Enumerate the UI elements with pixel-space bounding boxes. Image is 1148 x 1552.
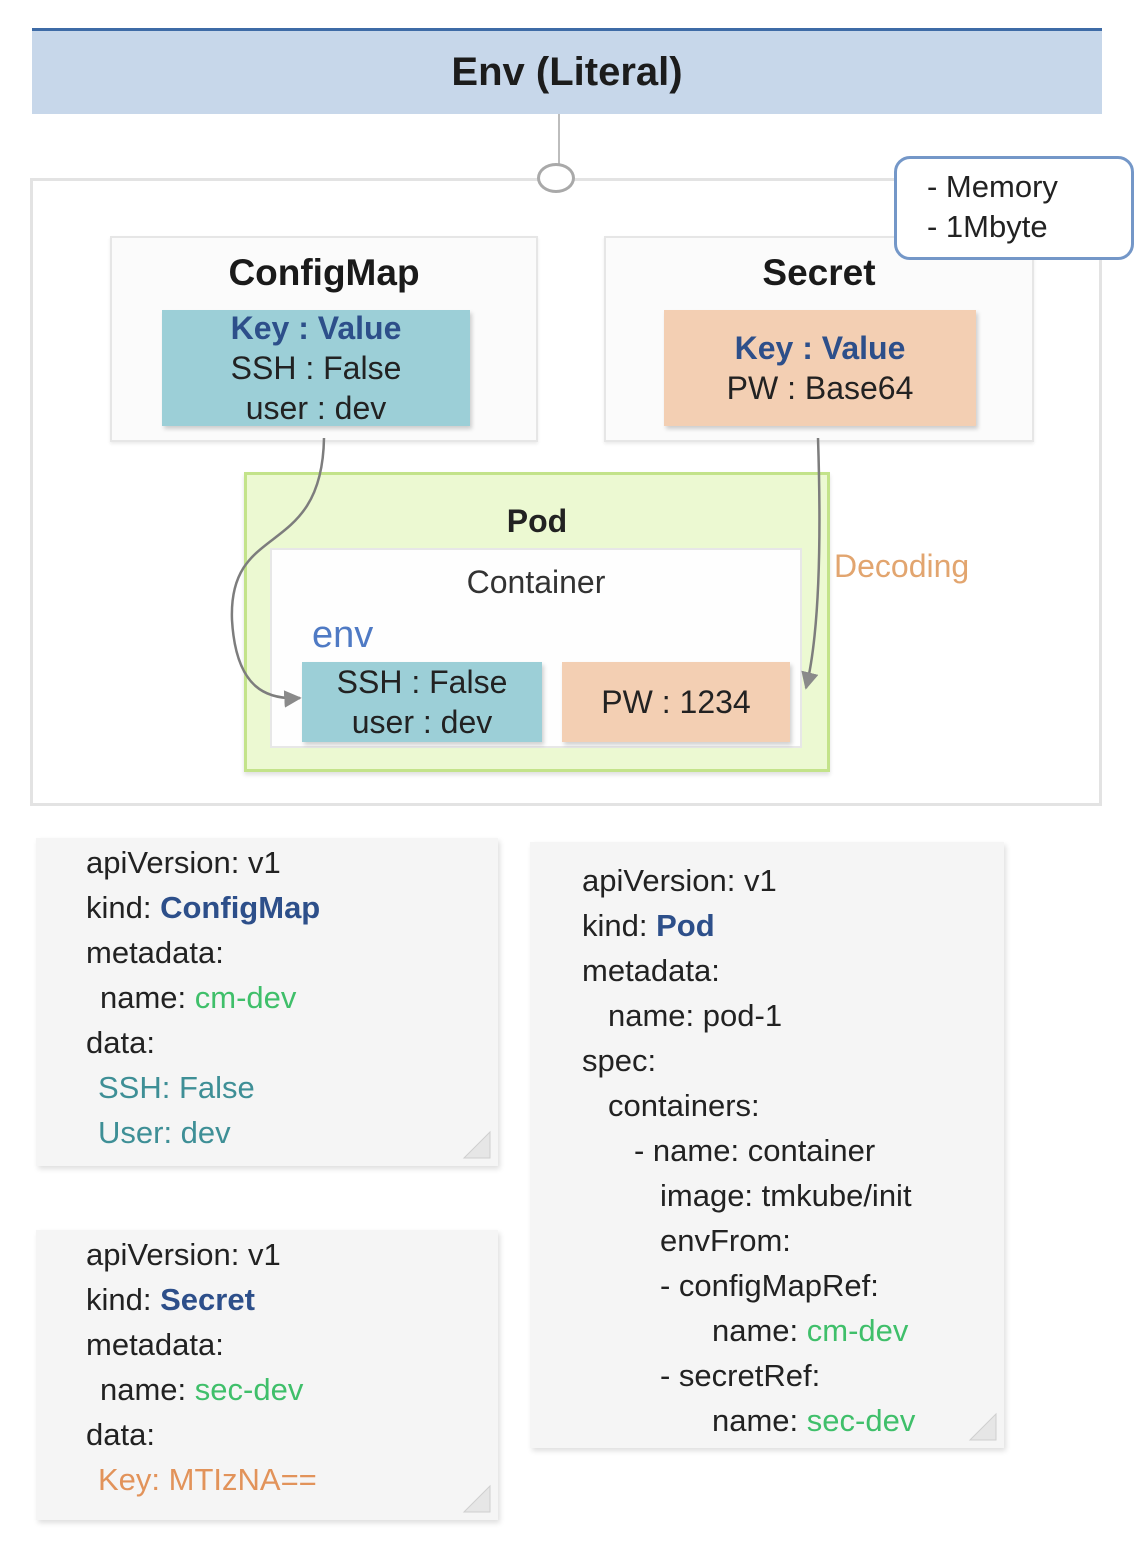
yaml-data-line: Key: MTIzNA==: [98, 1462, 317, 1497]
yaml-name-value: sec-dev: [806, 1403, 916, 1438]
connector-circle: [537, 163, 575, 193]
yaml-line: name: sec-dev: [86, 1367, 498, 1412]
container-title: Container: [466, 564, 606, 600]
secret-yaml-note: apiVersion: v1 kind: Secret metadata: na…: [36, 1230, 498, 1520]
memory-callout: - Memory - 1Mbyte: [894, 156, 1134, 260]
configmap-kv-header: Key : Value: [230, 310, 402, 346]
decoding-label: Decoding: [834, 548, 970, 584]
page-fold-icon: [462, 1484, 491, 1513]
yaml-name-value: cm-dev: [806, 1313, 909, 1348]
diagram-title-bar: Env (Literal): [32, 28, 1102, 114]
yaml-key: name:: [100, 980, 195, 1015]
yaml-kind-value: Pod: [656, 908, 715, 943]
secret-to-env-arrow: [801, 437, 821, 690]
pod-title: Pod: [506, 503, 568, 539]
yaml-key: name:: [100, 1372, 195, 1407]
yaml-line: envFrom:: [660, 1223, 791, 1258]
yaml-line: name: sec-dev: [582, 1398, 1004, 1443]
yaml-line: data:: [86, 1417, 155, 1452]
yaml-data-line: SSH: False: [98, 1070, 255, 1105]
yaml-key: kind:: [86, 890, 161, 925]
yaml-line: kind: ConfigMap: [86, 885, 498, 930]
env-label: env: [312, 614, 374, 656]
yaml-line: metadata:: [582, 953, 720, 988]
configmap-yaml-note: apiVersion: v1 kind: ConfigMap metadata:…: [36, 838, 498, 1166]
configmap-kv-box: Key : Value SSH : False user : dev: [162, 310, 470, 426]
yaml-line: spec:: [582, 1043, 657, 1078]
yaml-data-line: User: dev: [98, 1115, 231, 1150]
yaml-name-value: cm-dev: [194, 980, 297, 1015]
env-secret-row: PW : 1234: [601, 684, 751, 720]
yaml-line: metadata:: [86, 935, 224, 970]
callout-line: - Memory: [927, 169, 1058, 204]
page-fold-icon: [968, 1412, 997, 1441]
yaml-line: kind: Pod: [582, 903, 1004, 948]
yaml-line: image: tmkube/init: [660, 1178, 912, 1213]
flow-arrows: [230, 437, 821, 708]
yaml-line: - configMapRef:: [660, 1268, 879, 1303]
yaml-line: - name: container: [634, 1133, 876, 1168]
env-configmap-values: SSH : False user : dev: [302, 662, 542, 742]
configmap-kv-row: user : dev: [245, 390, 387, 426]
yaml-key: kind:: [582, 908, 657, 943]
page-fold-icon: [462, 1130, 491, 1159]
yaml-line: name: pod-1: [608, 998, 783, 1033]
yaml-kind-value: ConfigMap: [160, 890, 321, 925]
yaml-line: metadata:: [86, 1327, 224, 1362]
yaml-line: data:: [86, 1025, 155, 1060]
secret-title: Secret: [762, 252, 876, 293]
env-secret-value: PW : 1234: [562, 662, 790, 742]
yaml-line: - secretRef:: [660, 1358, 821, 1393]
yaml-kind-value: Secret: [160, 1282, 255, 1317]
yaml-key: name:: [712, 1403, 807, 1438]
diagram-title: Env (Literal): [451, 50, 683, 94]
yaml-line: containers:: [608, 1088, 760, 1123]
configmap-kv-row: SSH : False: [230, 350, 402, 386]
yaml-name-value: sec-dev: [194, 1372, 304, 1407]
env-row: user : dev: [351, 704, 493, 740]
secret-kv-box: Key : Value PW : Base64: [664, 310, 976, 426]
secret-kv-header: Key : Value: [734, 330, 906, 366]
yaml-line: apiVersion: v1: [86, 1237, 281, 1272]
pod-yaml-note: apiVersion: v1 kind: Pod metadata: name:…: [530, 842, 1004, 1448]
env-row: SSH : False: [336, 664, 508, 700]
title-connector: [558, 114, 560, 166]
yaml-key: name:: [712, 1313, 807, 1348]
yaml-line: kind: Secret: [86, 1277, 498, 1322]
secret-kv-row: PW : Base64: [726, 370, 914, 406]
yaml-line: apiVersion: v1: [582, 863, 777, 898]
yaml-key: kind:: [86, 1282, 161, 1317]
yaml-line: name: cm-dev: [86, 975, 498, 1020]
configmap-title: ConfigMap: [228, 252, 420, 293]
yaml-line: name: cm-dev: [582, 1308, 1004, 1353]
configmap-to-env-arrow: [230, 437, 326, 708]
yaml-line: apiVersion: v1: [86, 845, 281, 880]
callout-line: - 1Mbyte: [927, 209, 1048, 244]
